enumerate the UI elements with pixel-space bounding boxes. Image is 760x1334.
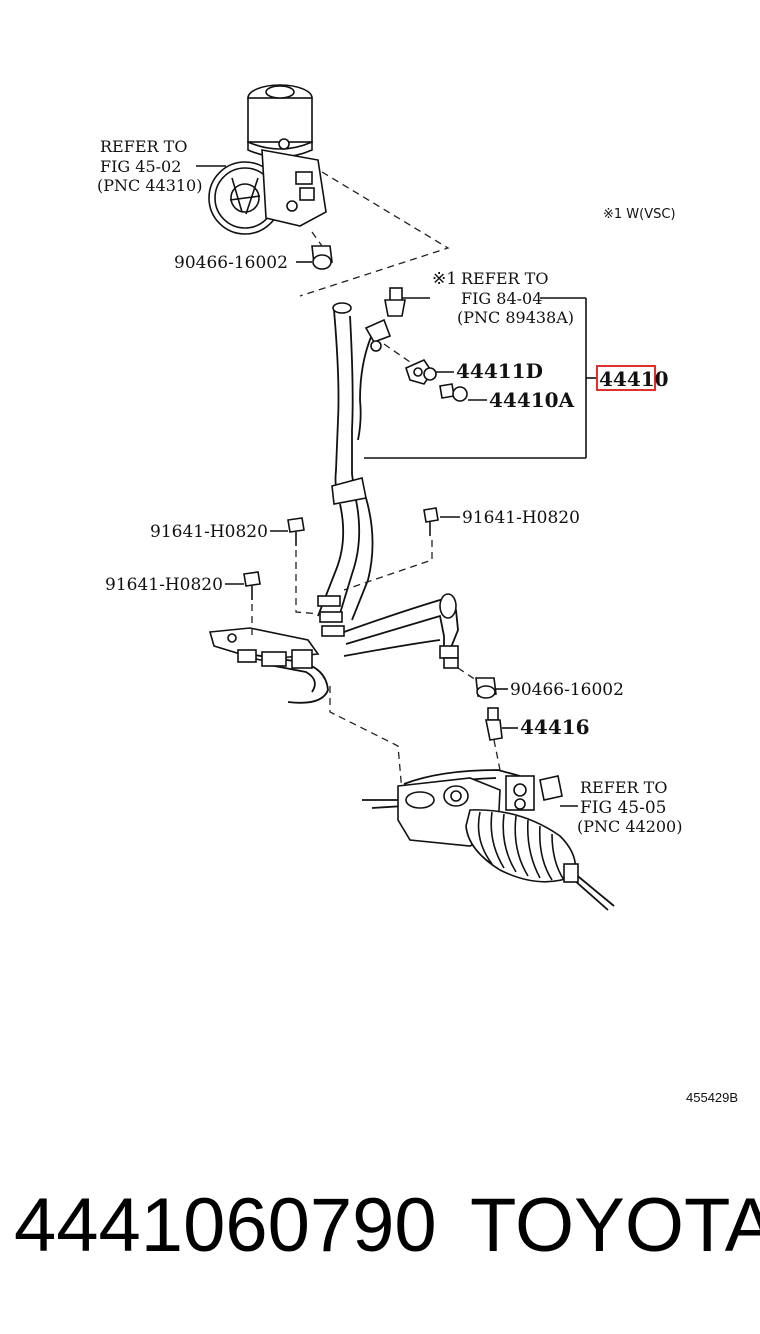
label-union: 44416 <box>502 715 590 739</box>
highlight-box <box>596 365 656 391</box>
svg-text:91641-H0820: 91641-H0820 <box>105 575 223 595</box>
svg-text:REFER TO: REFER TO <box>100 137 187 156</box>
figure-code: 455429B <box>686 1090 739 1105</box>
svg-text:91641-H0820: 91641-H0820 <box>462 508 580 528</box>
pressure-sensor <box>384 287 406 317</box>
label-bolt-left-upper: 91641-H0820 <box>150 522 288 542</box>
steering-gear <box>362 769 615 911</box>
svg-text:※1: ※1 <box>432 269 457 289</box>
svg-text:REFER TO: REFER TO <box>580 778 667 797</box>
svg-text:FIG 84-04: FIG 84-04 <box>461 289 542 308</box>
svg-text:44416: 44416 <box>520 715 590 739</box>
bolt-right-part <box>423 507 439 536</box>
svg-text:(PNC 44310): (PNC 44310) <box>97 176 202 195</box>
svg-text:90466-16002: 90466-16002 <box>510 680 624 700</box>
svg-text:FIG 45-02: FIG 45-02 <box>100 157 181 176</box>
svg-text:44410: 44410 <box>599 367 669 391</box>
pressure-feed-hose <box>208 302 459 704</box>
label-bolt-left-lower: 91641-H0820 <box>105 575 244 595</box>
svg-text:REFER TO: REFER TO <box>461 269 548 288</box>
note-vsc: ※1 W(VSC) <box>603 207 676 222</box>
brand-name: TOYOTA <box>470 1183 760 1268</box>
label-refer-sensor: ※1 REFER TO FIG 84-04 (PNC 89438A) <box>364 269 598 459</box>
svg-text:(PNC 44200): (PNC 44200) <box>577 817 682 836</box>
svg-text:FIG 45-05: FIG 45-05 <box>580 798 667 818</box>
power-steering-pump <box>208 84 327 235</box>
svg-text:44411D: 44411D <box>456 359 543 383</box>
label-bolt-right: 91641-H0820 <box>440 508 580 528</box>
label-bolt: 44410A <box>468 388 575 412</box>
svg-text:(PNC 89438A): (PNC 89438A) <box>457 308 574 327</box>
label-clamp-lower: 90466-16002 <box>496 680 624 700</box>
union-44416-part <box>485 707 503 741</box>
label-refer-pump: REFER TO FIG 45-02 (PNC 44310) <box>97 137 226 195</box>
bolt-44410a-part <box>439 383 468 402</box>
part-number: 4441060790 <box>14 1183 437 1268</box>
bolt-left-lower-part <box>243 571 261 600</box>
label-refer-gear: REFER TO FIG 45-05 (PNC 44200) <box>560 778 682 836</box>
hose-clamp-lower <box>475 677 497 699</box>
hose-clamp-top <box>311 245 333 270</box>
label-clamp-top: 90466-16002 <box>174 253 312 273</box>
svg-text:91641-H0820: 91641-H0820 <box>150 522 268 542</box>
label-assembly[interactable]: 44410 <box>596 365 669 391</box>
svg-text:44410A: 44410A <box>489 388 575 412</box>
bracket-44411d-part <box>405 358 437 385</box>
svg-text:90466-16002: 90466-16002 <box>174 253 288 273</box>
label-bracket: 44411D <box>436 359 543 383</box>
bolt-left-upper-part <box>287 517 305 546</box>
